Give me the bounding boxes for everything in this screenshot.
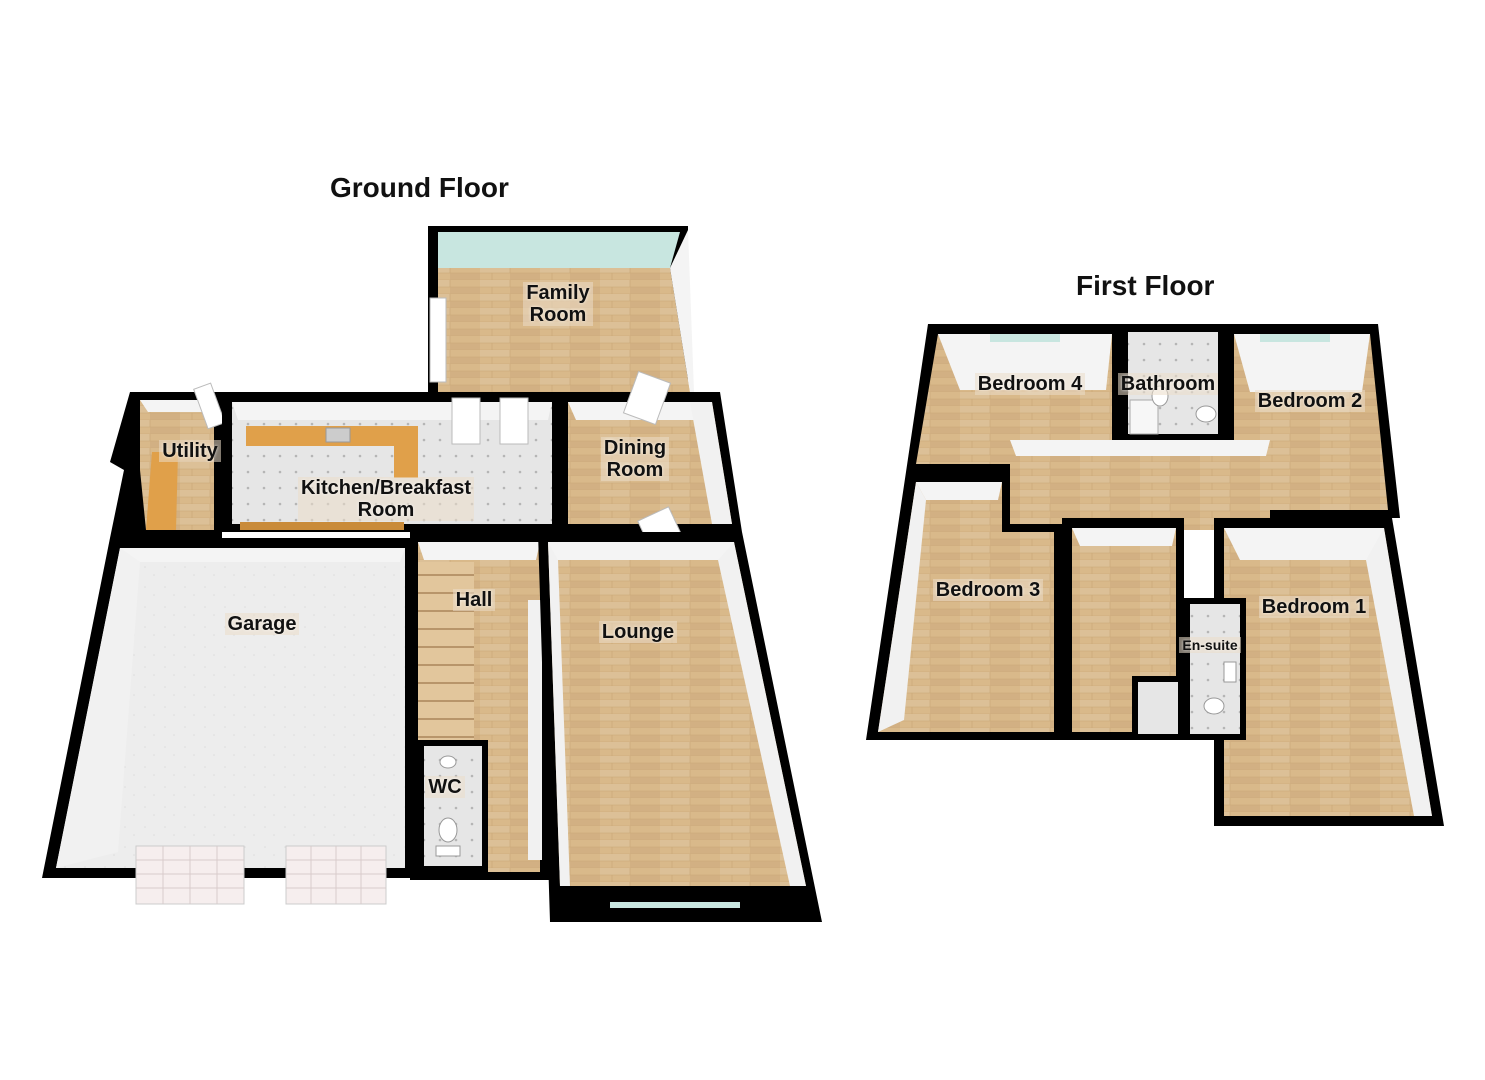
storage-room (1062, 518, 1184, 740)
garage-room (42, 538, 410, 905)
room-label-bathroom: Bathroom (1108, 373, 1228, 395)
room-label-utility: Utility (150, 440, 230, 462)
room-label-bedroom-2: Bedroom 2 (1242, 390, 1378, 412)
garage-door (135, 845, 387, 905)
landing (1010, 440, 1270, 530)
en-suite-room (1184, 598, 1246, 740)
room-label-en-suite: En-suite (1170, 637, 1250, 653)
room-label-kitchen-breakfast-room: Kitchen/Breakfast Room (276, 477, 496, 521)
utility-room (110, 382, 226, 538)
room-label-dining-room: Dining Room (588, 437, 682, 481)
room-label-lounge: Lounge (588, 621, 688, 643)
room-label-wc: WC (420, 776, 470, 798)
bedroom-3-room (866, 472, 1062, 740)
room-label-hall: Hall (444, 589, 504, 611)
bedroom-1-room (1214, 518, 1444, 826)
room-label-bedroom-4: Bedroom 4 (962, 373, 1098, 395)
room-label-bedroom-1: Bedroom 1 (1246, 596, 1382, 618)
room-label-family-room: Family Room (508, 282, 608, 326)
room-label-garage: Garage (212, 613, 312, 635)
room-label-bedroom-3: Bedroom 3 (920, 579, 1056, 601)
wc-room (418, 740, 488, 872)
lounge-room (538, 532, 822, 922)
ground-floor-title: Ground Floor (330, 172, 509, 203)
first-floor-title: First Floor (1076, 270, 1215, 301)
